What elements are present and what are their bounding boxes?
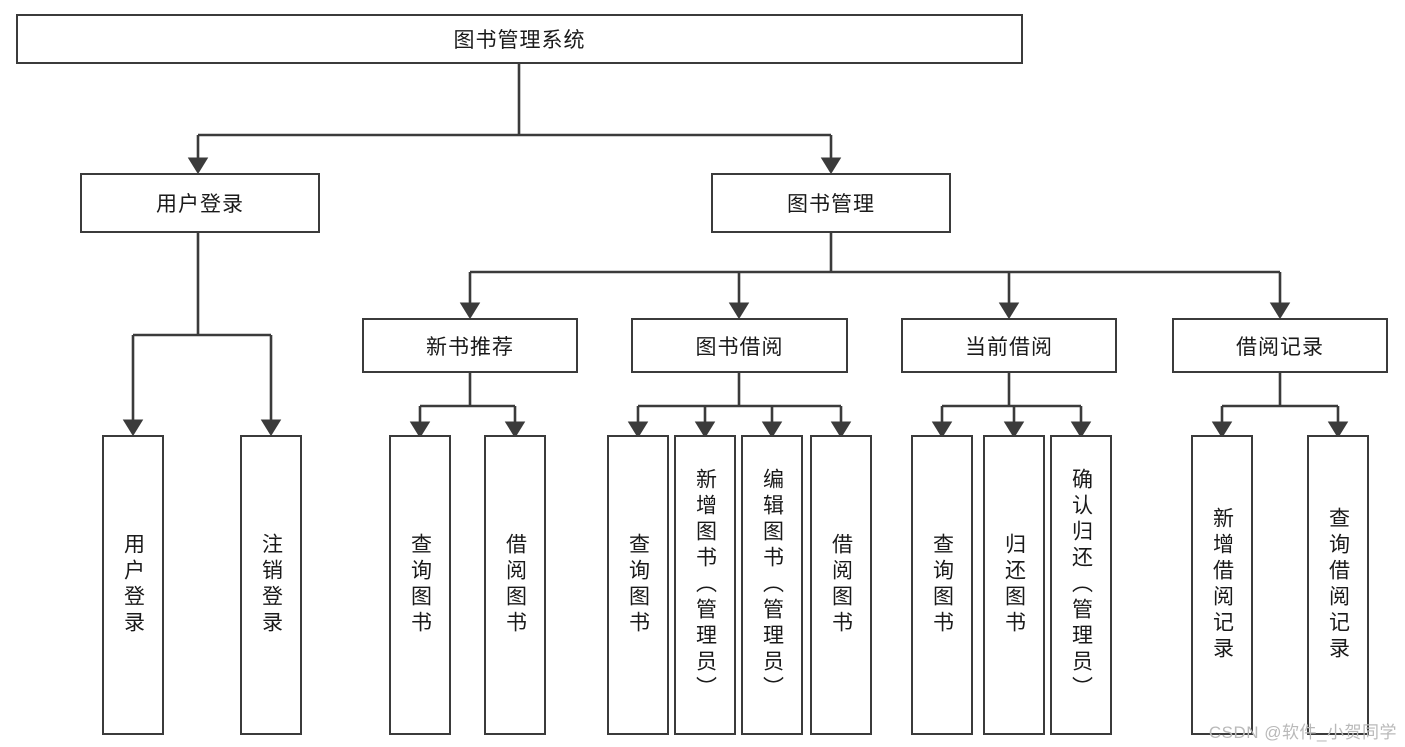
node-label: 编辑图书（管理员） (760, 468, 784, 702)
node-label: 查询图书 (408, 533, 432, 637)
leaf-return-book[interactable]: 归还图书 (983, 435, 1045, 735)
node-label: 新增借阅记录 (1210, 507, 1234, 663)
connector-group-current-borrow (931, 373, 1092, 439)
node-label: 用户登录 (156, 193, 244, 216)
leaf-query-book-recommend[interactable]: 查询图书 (389, 435, 451, 735)
connector-group-user-login (122, 233, 282, 437)
leaf-query-book-borrow[interactable]: 查询图书 (607, 435, 669, 735)
node-label: 确认归还（管理员） (1069, 468, 1093, 702)
leaf-query-borrow-record[interactable]: 查询借阅记录 (1307, 435, 1369, 735)
node-label: 查询图书 (930, 533, 954, 637)
leaf-edit-book-admin[interactable]: 编辑图书（管理员） (741, 435, 803, 735)
node-label: 归还图书 (1002, 533, 1026, 637)
node-label: 图书借阅 (695, 335, 784, 359)
node-user-login[interactable]: 用户登录 (80, 173, 320, 233)
leaf-borrow-book[interactable]: 借阅图书 (810, 435, 872, 735)
node-label: 查询借阅记录 (1326, 507, 1350, 663)
leaf-add-book-admin[interactable]: 新增图书（管理员） (674, 435, 736, 735)
node-label: 当前借阅 (965, 335, 1053, 359)
node-label: 新书推荐 (426, 335, 514, 359)
leaf-user-login[interactable]: 用户登录 (102, 435, 164, 735)
node-root[interactable]: 图书管理系统 (16, 14, 1023, 64)
node-label: 图书管理系统 (453, 29, 586, 52)
node-label: 借阅图书 (503, 533, 527, 637)
leaf-confirm-return-admin[interactable]: 确认归还（管理员） (1050, 435, 1112, 735)
node-label: 查询图书 (626, 533, 650, 637)
leaf-logout[interactable]: 注销登录 (240, 435, 302, 735)
connector-group-borrow-record (1211, 373, 1349, 439)
node-book-management[interactable]: 图书管理 (711, 173, 951, 233)
connector-group-borrow (627, 373, 852, 439)
leaf-add-borrow-record[interactable]: 新增借阅记录 (1191, 435, 1253, 735)
node-label: 图书管理 (787, 193, 875, 216)
node-borrow-record[interactable]: 借阅记录 (1172, 318, 1388, 373)
node-label: 借阅图书 (829, 533, 853, 637)
connector-group-new-book (409, 373, 526, 439)
connector-group-book-manage (459, 233, 1291, 320)
node-book-borrow[interactable]: 图书借阅 (631, 318, 848, 373)
leaf-borrow-book-recommend[interactable]: 借阅图书 (484, 435, 546, 735)
node-current-borrow[interactable]: 当前借阅 (901, 318, 1117, 373)
node-label: 新增图书（管理员） (693, 468, 717, 702)
node-label: 用户登录 (121, 533, 145, 637)
connector-group-root (187, 64, 842, 175)
watermark: CSDN @软件_小贺同学 (1208, 723, 1397, 742)
leaf-query-book-current[interactable]: 查询图书 (911, 435, 973, 735)
node-label: 借阅记录 (1236, 335, 1324, 359)
node-label: 注销登录 (259, 533, 283, 637)
node-new-book-recommend[interactable]: 新书推荐 (362, 318, 578, 373)
